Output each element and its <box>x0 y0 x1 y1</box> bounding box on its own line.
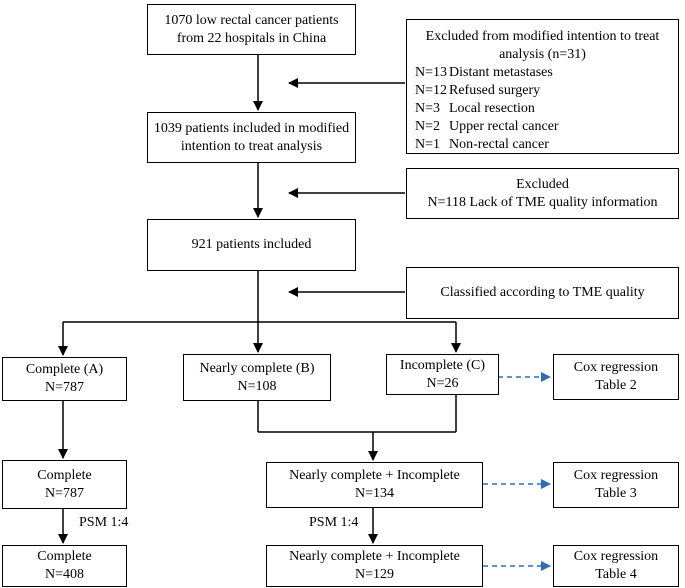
combined-box-row3: Nearly complete + Incomplete N=129 <box>266 545 483 587</box>
classified-box: Classified according to TME quality <box>406 267 679 319</box>
group-b-name: Nearly complete (B) <box>199 360 315 376</box>
start-line-1: 1070 low rectal cancer patients <box>164 12 339 28</box>
complete-box-row2: Complete N=787 <box>2 460 127 509</box>
exclusion1-title-2: analysis (n=31) <box>499 47 586 62</box>
group-b-n: N=108 <box>237 378 277 394</box>
group-b-box: Nearly complete (B) N=108 <box>183 354 331 401</box>
exclusion2-line-2: N=118 Lack of TME quality information <box>427 194 658 210</box>
mitt-line-2: intention to treat analysis <box>180 138 323 154</box>
group-c-name: Incomplete (C) <box>399 357 486 373</box>
group-a-name: Complete (A) <box>25 362 104 377</box>
complete-box-row3: Complete N=408 <box>2 545 127 587</box>
combined-row2-name: Nearly complete + Incomplete <box>289 468 460 483</box>
start-line-2: from 22 hospitals in China <box>176 30 327 46</box>
group-a-box: Complete (A) N=787 <box>2 357 127 401</box>
complete-row3-name: Complete <box>37 549 92 564</box>
cox-table4-box: Cox regression Table 4 <box>553 545 679 587</box>
combined-row3-name: Nearly complete + Incomplete <box>289 549 460 564</box>
psm-label-right: PSM 1:4 <box>309 515 359 530</box>
classified-text: Classified according to TME quality <box>440 285 645 300</box>
start-box: 1070 low rectal cancer patients from 22 … <box>147 4 356 55</box>
exclusion-box-2: Excluded N=118 Lack of TME quality infor… <box>406 168 679 219</box>
combined-row2-n: N=134 <box>354 486 394 501</box>
mitt-line-1: 1039 patients included in modified <box>153 120 350 136</box>
cox-table3-title: Cox regression <box>573 468 659 483</box>
cox-table4-title: Cox regression <box>573 549 659 564</box>
cox-table2-table: Table 2 <box>595 378 637 393</box>
complete-row2-name: Complete <box>37 467 92 483</box>
exclusion2-line-1: Excluded <box>516 176 569 192</box>
combined-row3-n: N=129 <box>354 567 394 582</box>
exclusion-box-1: Excluded from modified intention to trea… <box>406 19 679 154</box>
cox-table3-box: Cox regression Table 3 <box>553 462 679 508</box>
exclusion1-title-1: Excluded from modified intention to trea… <box>425 29 660 44</box>
psm-label-left: PSM 1:4 <box>79 515 129 530</box>
complete-row3-n: N=408 <box>44 567 84 582</box>
cox-table2-box: Cox regression Table 2 <box>553 354 679 400</box>
cox-table4-table: Table 4 <box>595 567 637 582</box>
cox-table3-table: Table 3 <box>595 486 637 501</box>
group-a-n: N=787 <box>44 380 84 395</box>
combined-box-row2: Nearly complete + Incomplete N=134 <box>266 462 483 508</box>
complete-row2-n: N=787 <box>44 485 84 501</box>
group-c-n: N=26 <box>426 375 459 391</box>
included-text: 921 patients included <box>191 237 312 252</box>
group-c-box: Incomplete (C) N=26 <box>386 354 499 395</box>
included-box: 921 patients included <box>147 219 356 271</box>
cox-table2-title: Cox regression <box>573 360 659 375</box>
mitt-box: 1039 patients included in modified inten… <box>147 112 356 163</box>
